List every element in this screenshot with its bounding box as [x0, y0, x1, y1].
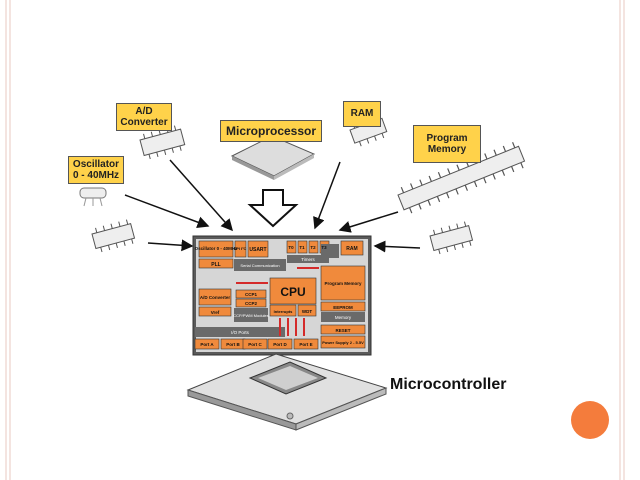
block-vref: Vref [211, 310, 220, 315]
block-t3: T3 [321, 245, 327, 250]
block-pll: PLL [211, 262, 220, 268]
ad-converter-chip-icon [139, 125, 186, 160]
arrow-from-ad-converter [169, 159, 233, 232]
slide-border-right [610, 0, 640, 480]
program-memory-chip-icon [397, 142, 526, 214]
right-chip-icon [429, 221, 474, 255]
hollow-down-arrow [247, 189, 299, 228]
block-power-supply: Power Supply 2 - 5.5V [322, 340, 364, 345]
arrow-from-oscillator [124, 194, 210, 228]
block-port-c: Port C [248, 342, 262, 347]
block-t0: T0 [288, 245, 294, 250]
label-program-memory: Program Memory [413, 125, 481, 163]
arrow-from-ram [313, 161, 341, 230]
block-cpu: CPU [280, 285, 305, 299]
block-t1: T1 [299, 245, 305, 250]
microcontroller-chip-icon [186, 353, 388, 431]
microprocessor-chip-icon [230, 135, 316, 180]
block-ccp1: CCP1 [245, 292, 258, 297]
arrow-from-left-chip [147, 239, 194, 252]
block-port-a: Port A [200, 342, 214, 347]
microcontroller-block-diagram: Oscillator 0 - 40MHz PLL SPI I²C USART S… [192, 235, 372, 356]
label-ad-converter: A/D Converter [116, 103, 172, 131]
label-microprocessor: Microprocessor [220, 120, 322, 142]
label-ram: RAM [343, 101, 381, 127]
block-port-d: Port D [273, 342, 287, 347]
block-ad-converter: A/D Converter [200, 295, 231, 300]
block-ram: RAM [346, 246, 357, 252]
block-ccp-pwm: CCP/PWM Modules [233, 313, 269, 318]
block-timers: Timers [301, 257, 315, 262]
block-io-ports: I/O Ports [231, 330, 250, 335]
block-t2: T2 [310, 245, 316, 250]
block-port-e: Port E [299, 342, 312, 347]
label-microcontroller: Microcontroller [390, 376, 507, 393]
slide-border-left [0, 0, 14, 480]
block-serial-communication: Serial Communication [240, 263, 279, 268]
arrow-from-right-chip [373, 240, 421, 253]
block-wdt: WDT [302, 309, 312, 314]
block-ccp2: CCP2 [245, 301, 258, 306]
arrow-from-program-memory [338, 211, 399, 233]
block-eeprom: EEPROM [333, 305, 353, 310]
block-interrupts: Interrupts [274, 309, 293, 314]
block-memory: Memory [335, 315, 352, 320]
block-reset: RESET [335, 328, 350, 333]
accent-circle [571, 401, 609, 439]
arrows [124, 159, 421, 253]
block-usart: USART [249, 247, 266, 253]
block-port-b: Port B [226, 342, 240, 347]
block-program-memory: Program Memory [324, 281, 362, 286]
left-chip-icon [91, 219, 136, 253]
oscillator-crystal-icon [79, 187, 107, 207]
label-oscillator: Oscillator 0 - 40MHz [68, 156, 124, 184]
block-spi-i2c: SPI I²C [234, 246, 247, 251]
block-oscillator: Oscillator 0 - 40MHz [195, 246, 239, 251]
